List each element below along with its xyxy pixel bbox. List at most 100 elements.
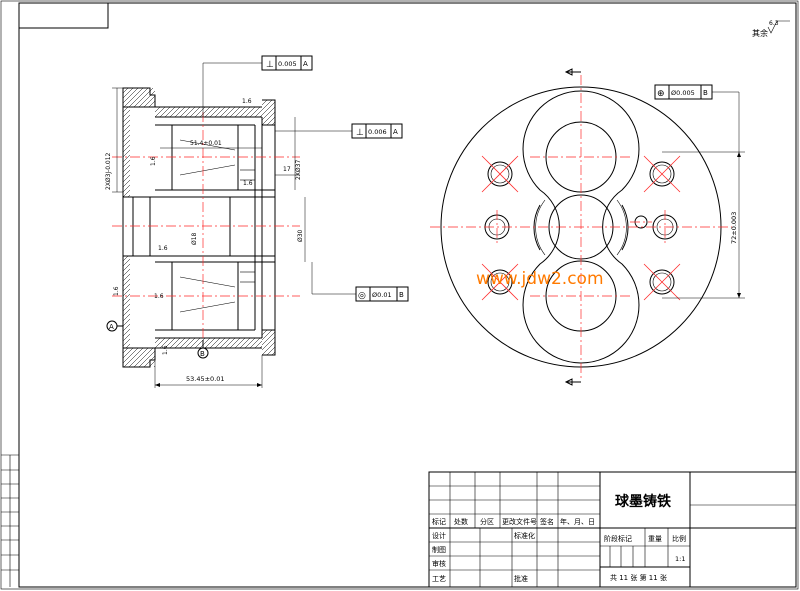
- hatch-line: [122, 109, 131, 118]
- hatch-line: [122, 293, 131, 302]
- end-view: 72±0.003 ⊕ Ø0.005 B: [430, 68, 745, 386]
- hatch-line: [254, 109, 263, 118]
- end-view-pitch-dim: 72±0.003: [662, 151, 745, 299]
- hatch-line: [122, 189, 131, 198]
- tol-coax-value: Ø0.01: [372, 291, 392, 299]
- hatch-line: [122, 179, 131, 188]
- hatch-line: [169, 337, 181, 349]
- dim-inner-length: 51.4±0.01: [190, 140, 222, 147]
- hatch-line: [122, 174, 131, 183]
- hatch-line: [244, 106, 256, 118]
- datum-a: A: [106, 320, 123, 332]
- end-view-centerlines: [430, 75, 732, 380]
- roughness-label: 其余: [752, 28, 768, 38]
- dim-total-length: 53.45±0.01: [186, 375, 225, 383]
- surface-mark-low: 1.6: [154, 293, 164, 300]
- datum-b-letter: B: [200, 350, 205, 358]
- hatch-line: [122, 119, 131, 128]
- tb-scale-value: 1:1: [675, 555, 685, 563]
- hatch-line: [122, 333, 131, 342]
- tb-h-date: 年、月、日: [560, 517, 595, 526]
- hatch-line: [138, 350, 156, 368]
- hatch-line: [261, 336, 276, 351]
- hatch-line: [122, 338, 131, 347]
- hatch-line: [204, 337, 216, 349]
- hatch-line: [159, 337, 171, 349]
- tb-h-mark: 标记: [432, 517, 446, 526]
- hatch-line: [122, 124, 131, 133]
- hatch-line: [148, 100, 156, 108]
- title-material: 球墨铸铁: [615, 493, 671, 510]
- tb-scale: 比例: [672, 534, 686, 543]
- tol-frame-perp-mid: ⊥ 0.006 A: [351, 123, 403, 139]
- tb-r-standard: 标准化: [514, 531, 535, 540]
- hatch-line: [266, 116, 276, 126]
- surface-mark-flange: 1.6: [150, 156, 157, 166]
- hatch-line: [122, 278, 131, 287]
- hatch-line: [122, 298, 131, 307]
- hatch-line: [214, 337, 226, 349]
- tol-coax-symbol: ◎: [358, 291, 366, 301]
- hatch-line: [229, 106, 241, 118]
- tol-frame-coax: ◎ Ø0.01 B: [355, 286, 409, 302]
- hatch-line: [128, 87, 149, 108]
- hatch-line: [214, 106, 226, 118]
- tol-pos-value: Ø0.005: [671, 89, 695, 97]
- hatch-line: [122, 106, 129, 113]
- watermark: www.jdw2.com: [476, 269, 604, 289]
- hatch-line: [164, 106, 176, 118]
- hatch-line: [194, 106, 206, 118]
- hatch-line: [122, 134, 131, 143]
- hatch-line: [122, 347, 139, 364]
- hatch-line: [249, 337, 261, 349]
- hatch-line: [122, 184, 131, 193]
- hatch-line: [261, 331, 276, 346]
- hatch-line: [174, 337, 186, 349]
- hatch-line: [199, 106, 211, 118]
- hatch-line: [133, 347, 154, 368]
- hatch-line: [234, 337, 246, 349]
- tb-r-design: 设计: [432, 531, 446, 540]
- tb-h-count: 处数: [454, 517, 468, 526]
- tb-sheets: 共 11 张 第 11 张: [610, 573, 667, 582]
- end-view-cavity: [522, 90, 640, 364]
- hatch-line: [122, 154, 131, 163]
- hatch-line: [122, 139, 131, 148]
- dim-pitch: 72±0.003: [730, 212, 738, 244]
- drawing-code-box: [18, 2, 109, 29]
- dim-left-diameter: 2XØ3J-0.012: [105, 152, 112, 190]
- hatch-line: [249, 106, 261, 118]
- tb-stage: 阶段标记: [604, 534, 632, 543]
- section-view: 2XØ3J-0.012 51.4±0.01 2XØ37 17 Ø18 Ø30 5…: [105, 55, 409, 388]
- tol-pos-symbol: ⊕: [657, 89, 665, 99]
- inner-border: [18, 2, 797, 588]
- hatch-line: [194, 337, 206, 349]
- hatch-line: [169, 106, 181, 118]
- tol-perp-top-value: 0.005: [278, 60, 297, 68]
- hatch-line: [122, 313, 131, 322]
- tb-h-sign: 签名: [540, 517, 554, 526]
- hatch-line: [122, 347, 129, 354]
- tb-r-draw: 制图: [432, 545, 446, 554]
- tol-pos-datum: B: [703, 89, 708, 97]
- tb-r-process: 工艺: [432, 575, 446, 583]
- hatch-line: [122, 347, 134, 359]
- hatch-line: [138, 90, 156, 108]
- tol-perp-mid-symbol: ⊥: [356, 128, 364, 138]
- hatch-line: [122, 87, 134, 99]
- dim-d37: 2XØ37: [295, 160, 302, 180]
- tb-h-docno: 更改文件号: [502, 517, 537, 526]
- hatch-line: [244, 337, 256, 349]
- surface-mark-top: 1.6: [242, 98, 252, 105]
- hatch-line: [154, 337, 161, 344]
- datum-a-letter: A: [109, 323, 114, 331]
- hatch-line: [184, 106, 196, 118]
- hatch-line: [125, 343, 131, 349]
- hatch-line: [122, 283, 131, 292]
- hatch-line: [261, 101, 276, 116]
- tb-r-check: 审核: [432, 559, 446, 568]
- hatch-line: [219, 337, 231, 349]
- hatch-line: [122, 87, 129, 94]
- hatch-line: [261, 99, 268, 106]
